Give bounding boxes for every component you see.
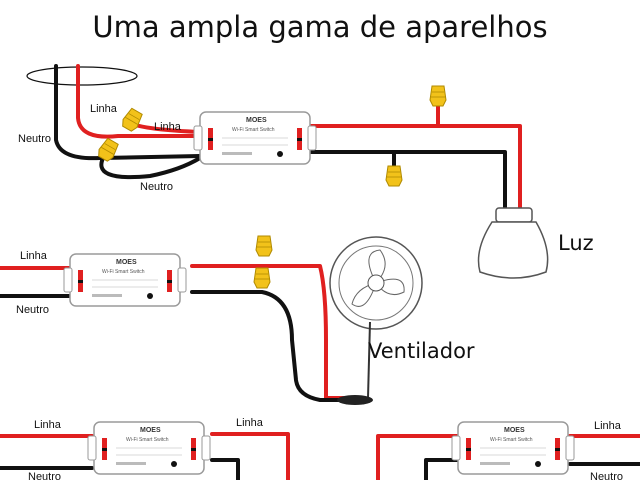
- label-linha-light-in: Linha: [90, 103, 118, 115]
- light-bulb-icon: [477, 207, 549, 279]
- light-neutral-wire-out: [308, 150, 507, 214]
- diagram-title: Uma ampla gama de aparelhos: [92, 10, 548, 44]
- light-line-wire-out: [308, 124, 522, 214]
- fan-icon: [329, 236, 423, 405]
- label-linha-br: Linha: [594, 420, 622, 432]
- label-linha-light-nut: Linha: [154, 121, 182, 133]
- switch-model-bl: Wi-Fi Smart Switch: [126, 437, 169, 443]
- label-linha-bl-in: Linha: [34, 419, 62, 431]
- light-neutral-wire-in: [54, 64, 202, 161]
- fan-neutral-wire-out: [190, 290, 347, 402]
- switch-brand-br: MOES: [504, 427, 525, 434]
- wire-nut-icon: [429, 85, 447, 107]
- br-line-wire-in: [376, 434, 460, 480]
- bl-line-wire-out: [210, 432, 290, 480]
- label-linha-bl-out: Linha: [236, 417, 264, 429]
- label-ventilador: Ventilador: [368, 339, 475, 363]
- label-neutro-br: Neutro: [590, 471, 623, 480]
- fan-line-wire-out: [190, 264, 347, 400]
- switch-brand-fan: MOES: [116, 259, 137, 266]
- label-neutro-fan: Neutro: [16, 304, 49, 316]
- switch-brand-light: MOES: [246, 117, 267, 124]
- wire-nut-icon: [385, 165, 403, 187]
- label-neutro-light-in: Neutro: [18, 133, 51, 145]
- switch-model-br: Wi-Fi Smart Switch: [490, 437, 533, 443]
- switch-brand-bl: MOES: [140, 427, 161, 434]
- switch-model-light: Wi-Fi Smart Switch: [232, 127, 275, 133]
- label-neutro-bl: Neutro: [28, 471, 61, 480]
- switch-model-fan: Wi-Fi Smart Switch: [102, 269, 145, 275]
- label-luz: Luz: [558, 231, 594, 255]
- wire-nut-icon: [119, 106, 145, 134]
- label-linha-fan: Linha: [20, 250, 48, 262]
- label-neutro-light-nut: Neutro: [140, 181, 173, 193]
- light-line-wire-in: [76, 64, 202, 139]
- wire-nut-icon: [253, 267, 271, 289]
- wire-nut-icon: [255, 235, 273, 257]
- ceiling-box-outline: [26, 66, 138, 86]
